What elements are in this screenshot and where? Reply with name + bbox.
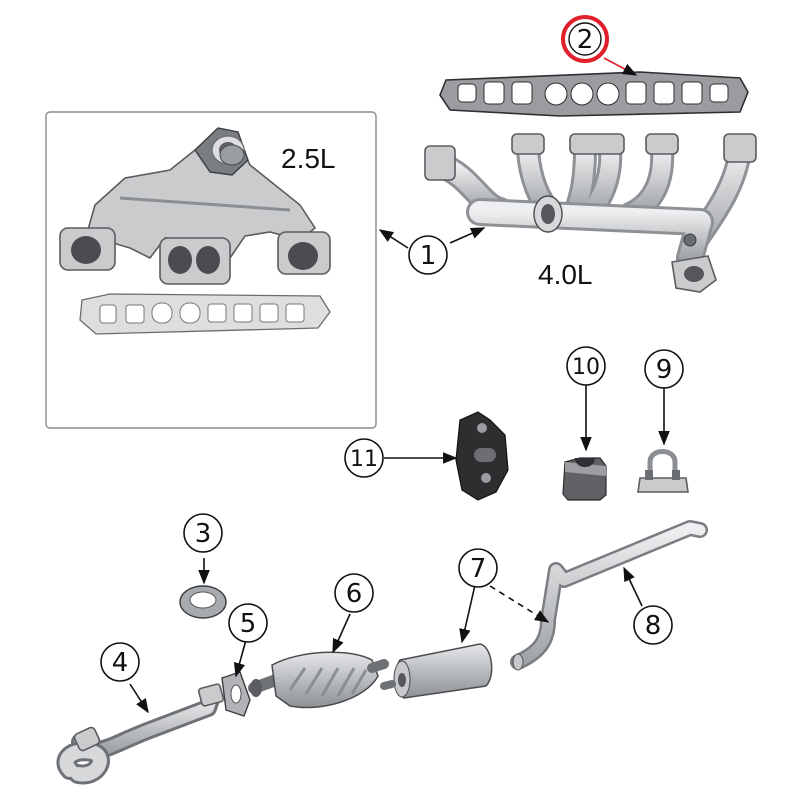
leader-lines xyxy=(129,57,670,714)
callout-2: 2 xyxy=(561,15,609,63)
donut-gasket xyxy=(179,585,227,619)
callout-10: 10 xyxy=(566,346,606,386)
callout-2-label: 2 xyxy=(577,25,594,55)
callout-6-label: 6 xyxy=(346,579,363,609)
callout-5: 5 xyxy=(228,603,268,643)
callout-4-label: 4 xyxy=(112,648,129,678)
front-pipe xyxy=(56,683,225,785)
callout-8: 8 xyxy=(633,605,673,645)
callout-1: 1 xyxy=(408,235,448,275)
callout-7: 7 xyxy=(458,548,498,588)
callout-10-label: 10 xyxy=(572,355,600,380)
flange-gasket xyxy=(221,671,251,717)
callout-5-label: 5 xyxy=(240,609,257,639)
callout-6: 6 xyxy=(334,573,374,613)
rubber-hanger xyxy=(455,411,509,501)
callout-11: 11 xyxy=(344,438,384,478)
manifold-4-0l xyxy=(424,133,757,293)
gasket-2-5l xyxy=(79,293,331,335)
tail-pipe xyxy=(510,520,708,671)
gasket-4-0l xyxy=(439,71,749,117)
callout-9-label: 9 xyxy=(656,355,673,385)
manifold-2-5l xyxy=(59,127,331,285)
callout-3-label: 3 xyxy=(195,519,212,549)
callout-8-label: 8 xyxy=(645,611,662,641)
engine-2-5l-box xyxy=(45,111,377,429)
engine-label-2-5l: 2.5L xyxy=(281,143,336,174)
callout-9: 9 xyxy=(644,349,684,389)
callout-4: 4 xyxy=(100,642,140,682)
engine-label-4-0l: 4.0L xyxy=(538,259,593,290)
callout-1-label: 1 xyxy=(420,241,437,271)
callout-7-label: 7 xyxy=(470,554,487,584)
catalytic-converter xyxy=(248,651,389,709)
u-bolt-clamp xyxy=(637,449,689,493)
muffler xyxy=(380,643,493,699)
muffler-clamp-block xyxy=(562,457,607,501)
callout-3: 3 xyxy=(183,513,223,553)
callout-11-label: 11 xyxy=(350,447,378,472)
